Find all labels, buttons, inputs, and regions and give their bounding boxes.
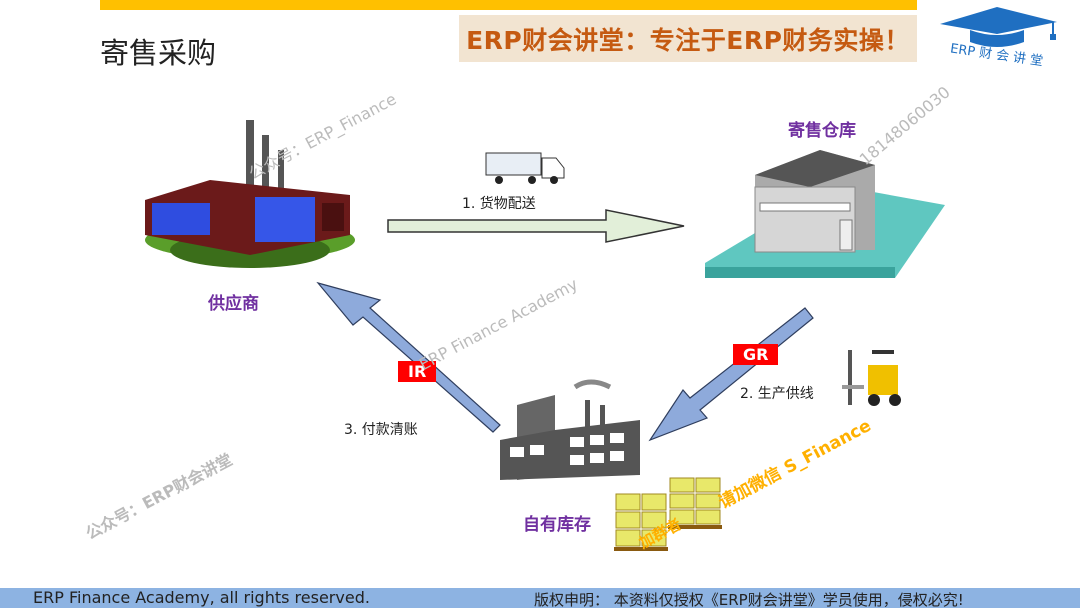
step-delivery: 1. 货物配送 [462,196,536,212]
own-stock-label: 自有库存 [523,515,591,535]
footer-copyright: 版权申明： 本资料仅授权《ERP财会讲堂》学员使用，侵权必究! [534,591,964,609]
ir-tag: IR [398,361,437,382]
gr-arrow [648,307,814,442]
consignment-warehouse-label: 寄售仓库 [788,121,856,141]
watermark: 公众号：ERP财会讲堂 [82,449,236,544]
own-plant-icon [500,379,640,480]
delivery-arrow [387,209,685,243]
truck-icon [485,152,565,184]
footer-left: ERP Finance Academy, all rights reserved… [33,588,370,607]
top-accent-bar [100,0,917,10]
supplier-factory-icon [145,120,355,268]
footer: ERP Finance Academy, all rights reserved… [0,588,1080,609]
forklift-icon [842,350,901,406]
step-payment: 3. 付款清账 [344,422,418,438]
page-title: 寄售采购 [100,36,217,70]
graduation-cap-logo-icon [940,7,1057,47]
step-production: 2. 生产供线 [740,386,814,402]
supplier-label: 供应商 [208,294,259,314]
slogan-banner: ERP财会讲堂：专注于ERP财务实操！ [459,15,917,62]
warehouse-icon [705,150,945,278]
pallets-icon [614,477,722,551]
gr-tag: GR [733,344,779,365]
ir-arrow [316,281,501,433]
